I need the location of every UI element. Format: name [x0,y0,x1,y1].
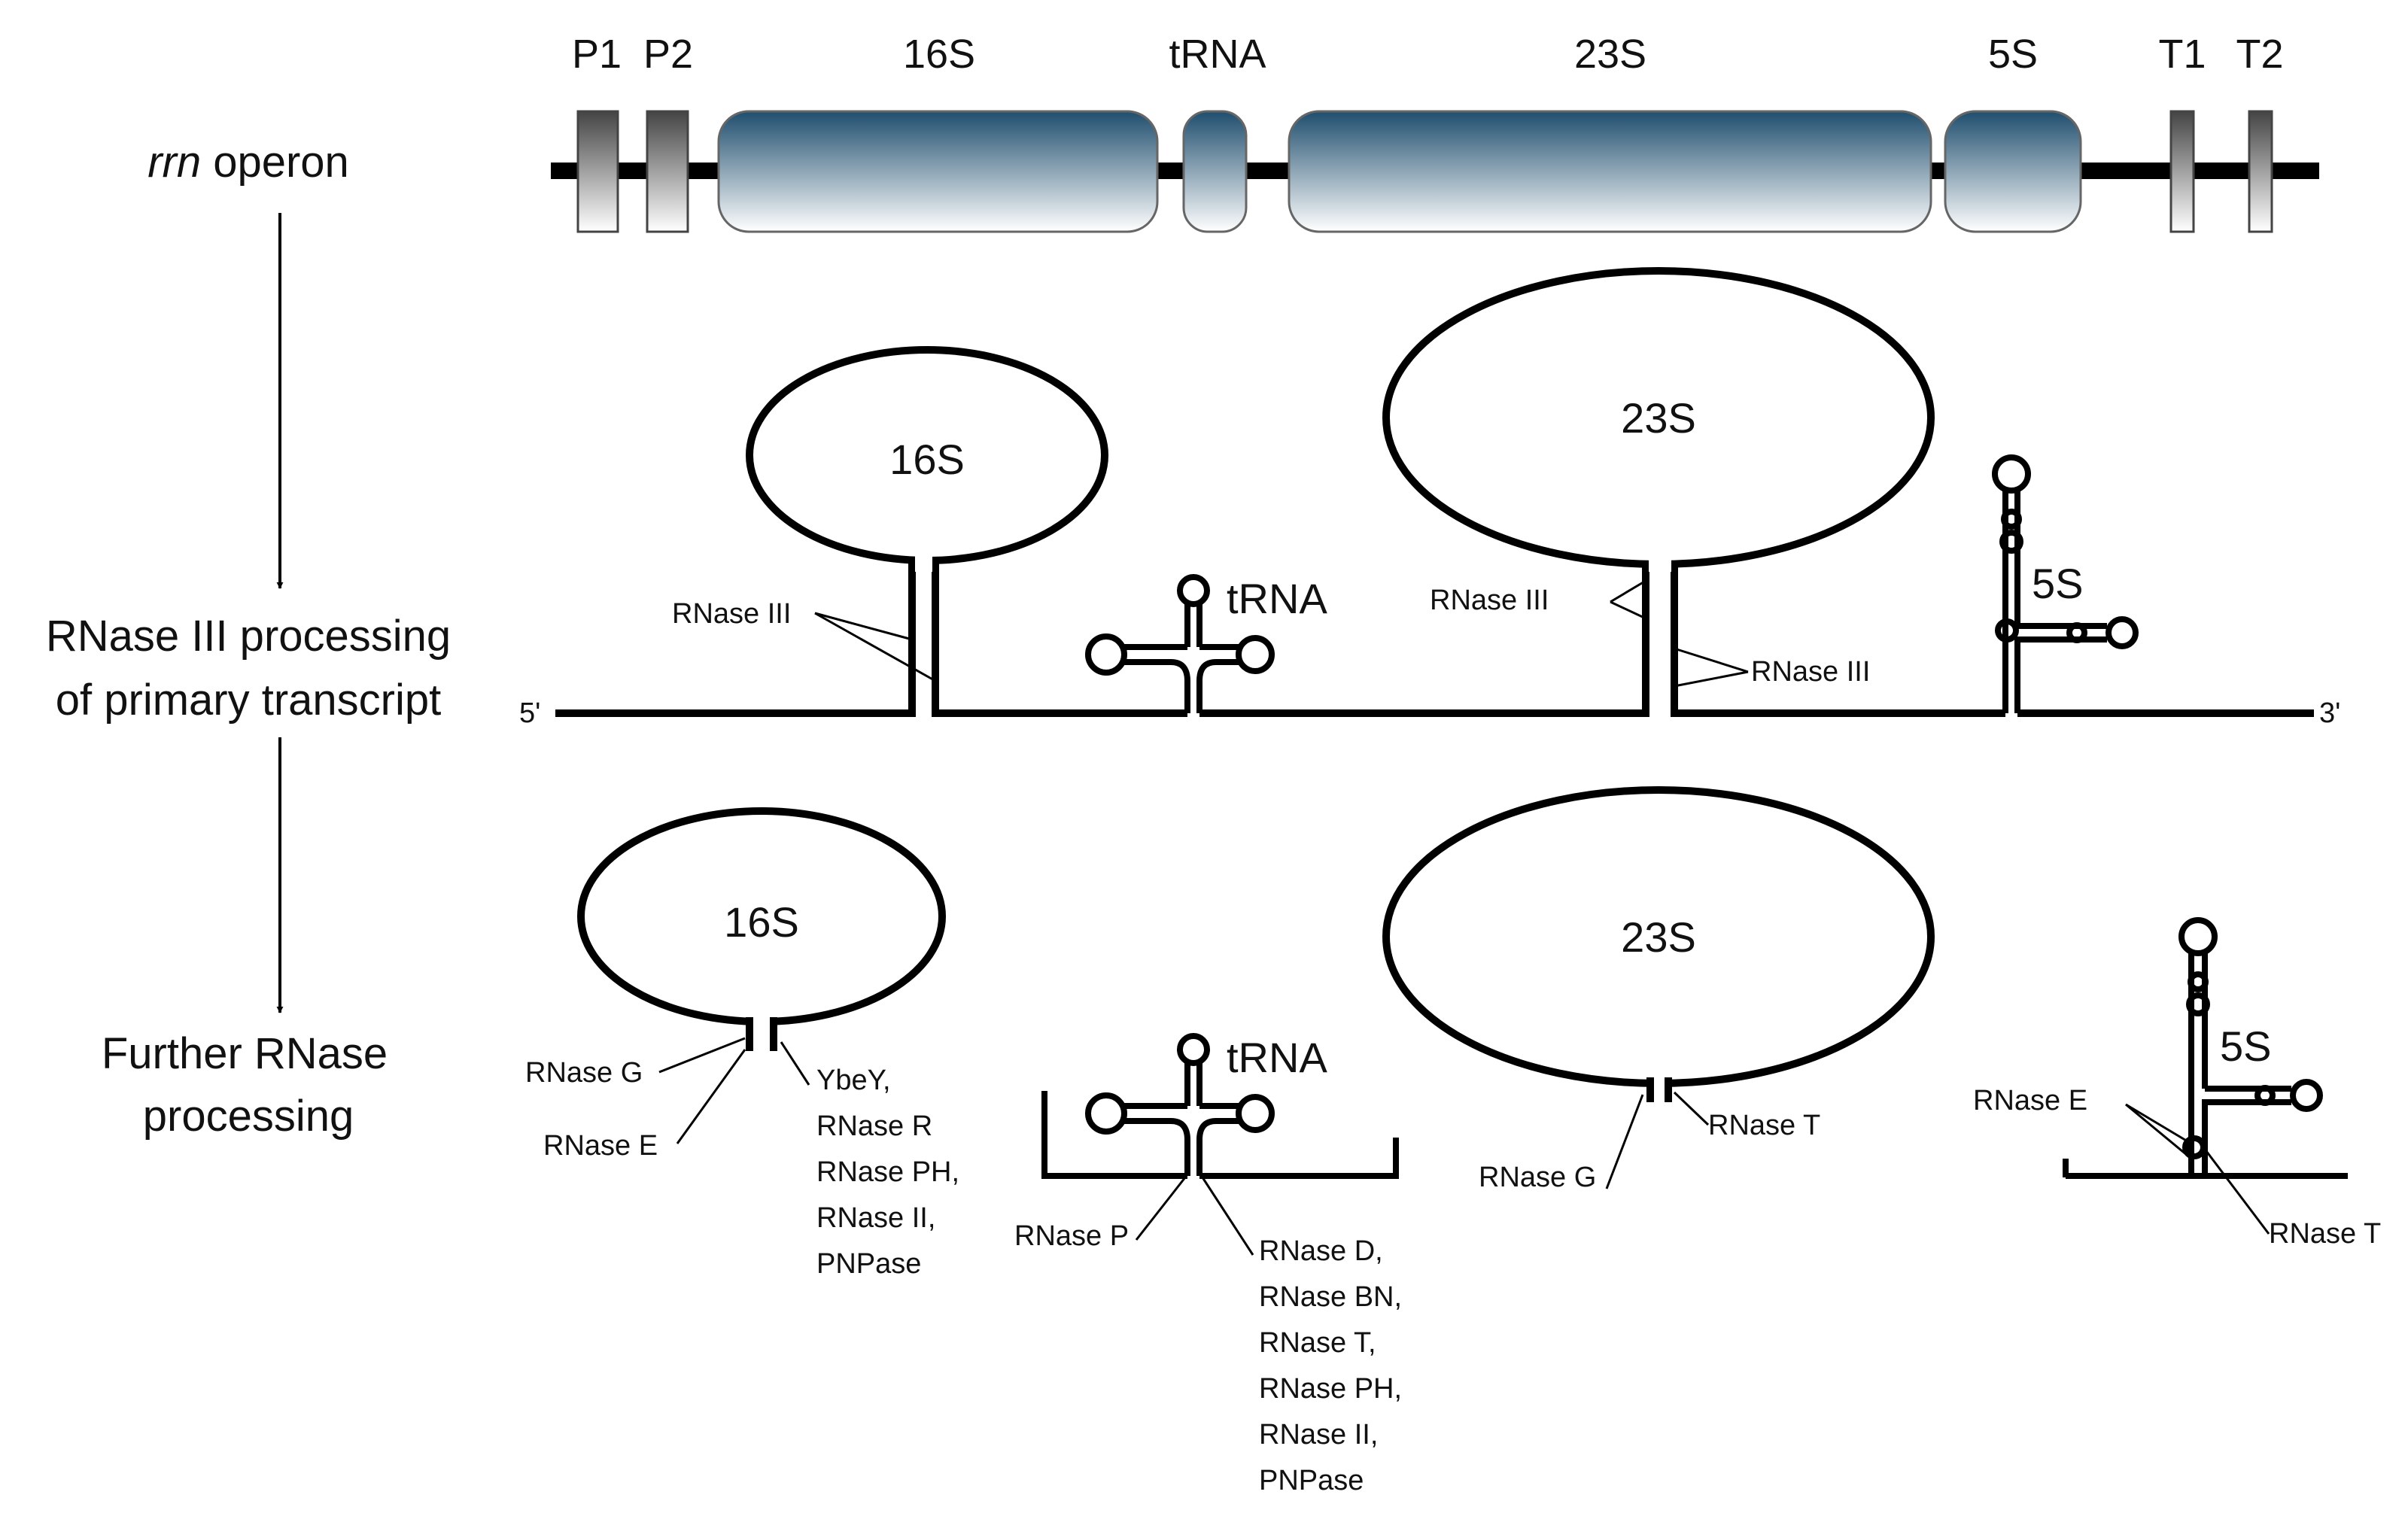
rnase-e-label-5s: RNase E [1973,1085,2087,1116]
gene-trna-box [1182,110,1248,233]
three-prime-end-label: 3' [2319,697,2340,729]
row-label-rnase3-line1: RNase III processing [46,612,451,661]
row-label-further-line2: processing [143,1092,354,1141]
operon-label-t1: T1 [2158,32,2206,77]
rnase-iii-label-16s: RNase III [672,598,791,630]
transcript-trna-structure [1085,574,1275,713]
row-label-further-line1: Further RNase [102,1029,388,1078]
mature-23s [1382,786,1935,1102]
mature-label-trna: tRNA [1227,1034,1327,1081]
promoter-p1-box [576,110,619,233]
row-label-rnase3-line2: of primary transcript [56,676,441,725]
operon-label-p2: P2 [643,32,693,77]
mature-label-5s: 5S [2220,1022,2272,1070]
gene-5s-box [1944,110,2082,233]
rnase-p-label-trna: RNase P [1014,1220,1129,1252]
transcript-label-trna: tRNA [1227,575,1327,622]
operon-label-trna: tRNA [1169,32,1266,77]
rnase-list-trna-3prime: RNase D, RNase BN, RNase T, RNase PH, RN… [1259,1235,1410,1496]
operon-label-23s: 23S [1574,32,1646,77]
rnase-e-label-16s: RNase E [543,1130,658,1162]
promoter-p2-box [646,110,689,233]
rnase-g-label-16s: RNase G [525,1057,643,1089]
operon-label-5s: 5S [1988,32,2038,77]
gene-16s-box [717,110,1159,233]
gene-23s-box [1288,110,1932,233]
terminator-t1-box [2169,110,2195,233]
rnase-list-16s-3prime: YbeY, RNase R RNase PH, RNase II, PNPase [816,1065,968,1280]
rnase-iii-label-23s-3prime: RNase III [1751,656,1870,688]
mature-5s-structure [2063,917,2348,1179]
mature-label-23s: 23S [1621,913,1696,961]
operon-label-t2: T2 [2236,32,2283,77]
rnase-t-label-23s: RNase T [1708,1110,1820,1141]
transcript-label-5s: 5S [2032,560,2084,607]
mature-label-16s: 16S [724,898,799,946]
transcript-label-23s: 23S [1621,394,1696,442]
primary-transcript [555,267,2314,717]
operon-label-16s: 16S [903,32,975,77]
rnase-g-label-23s: RNase G [1479,1162,1596,1193]
five-prime-end-label: 5' [519,697,540,729]
mature-16s [577,807,946,1051]
rnase-iii-label-23s-5prime: RNase III [1430,585,1549,616]
terminator-t2-box [2248,110,2273,233]
transcript-label-16s: 16S [889,436,965,483]
operon-label-p1: P1 [572,32,622,77]
transcript-5s-structure [1992,454,2139,713]
mature-trna-structure [1041,1033,1399,1179]
rnase-t-label-5s: RNase T [2269,1218,2381,1250]
row-label-operon: rrn operon [147,138,349,187]
